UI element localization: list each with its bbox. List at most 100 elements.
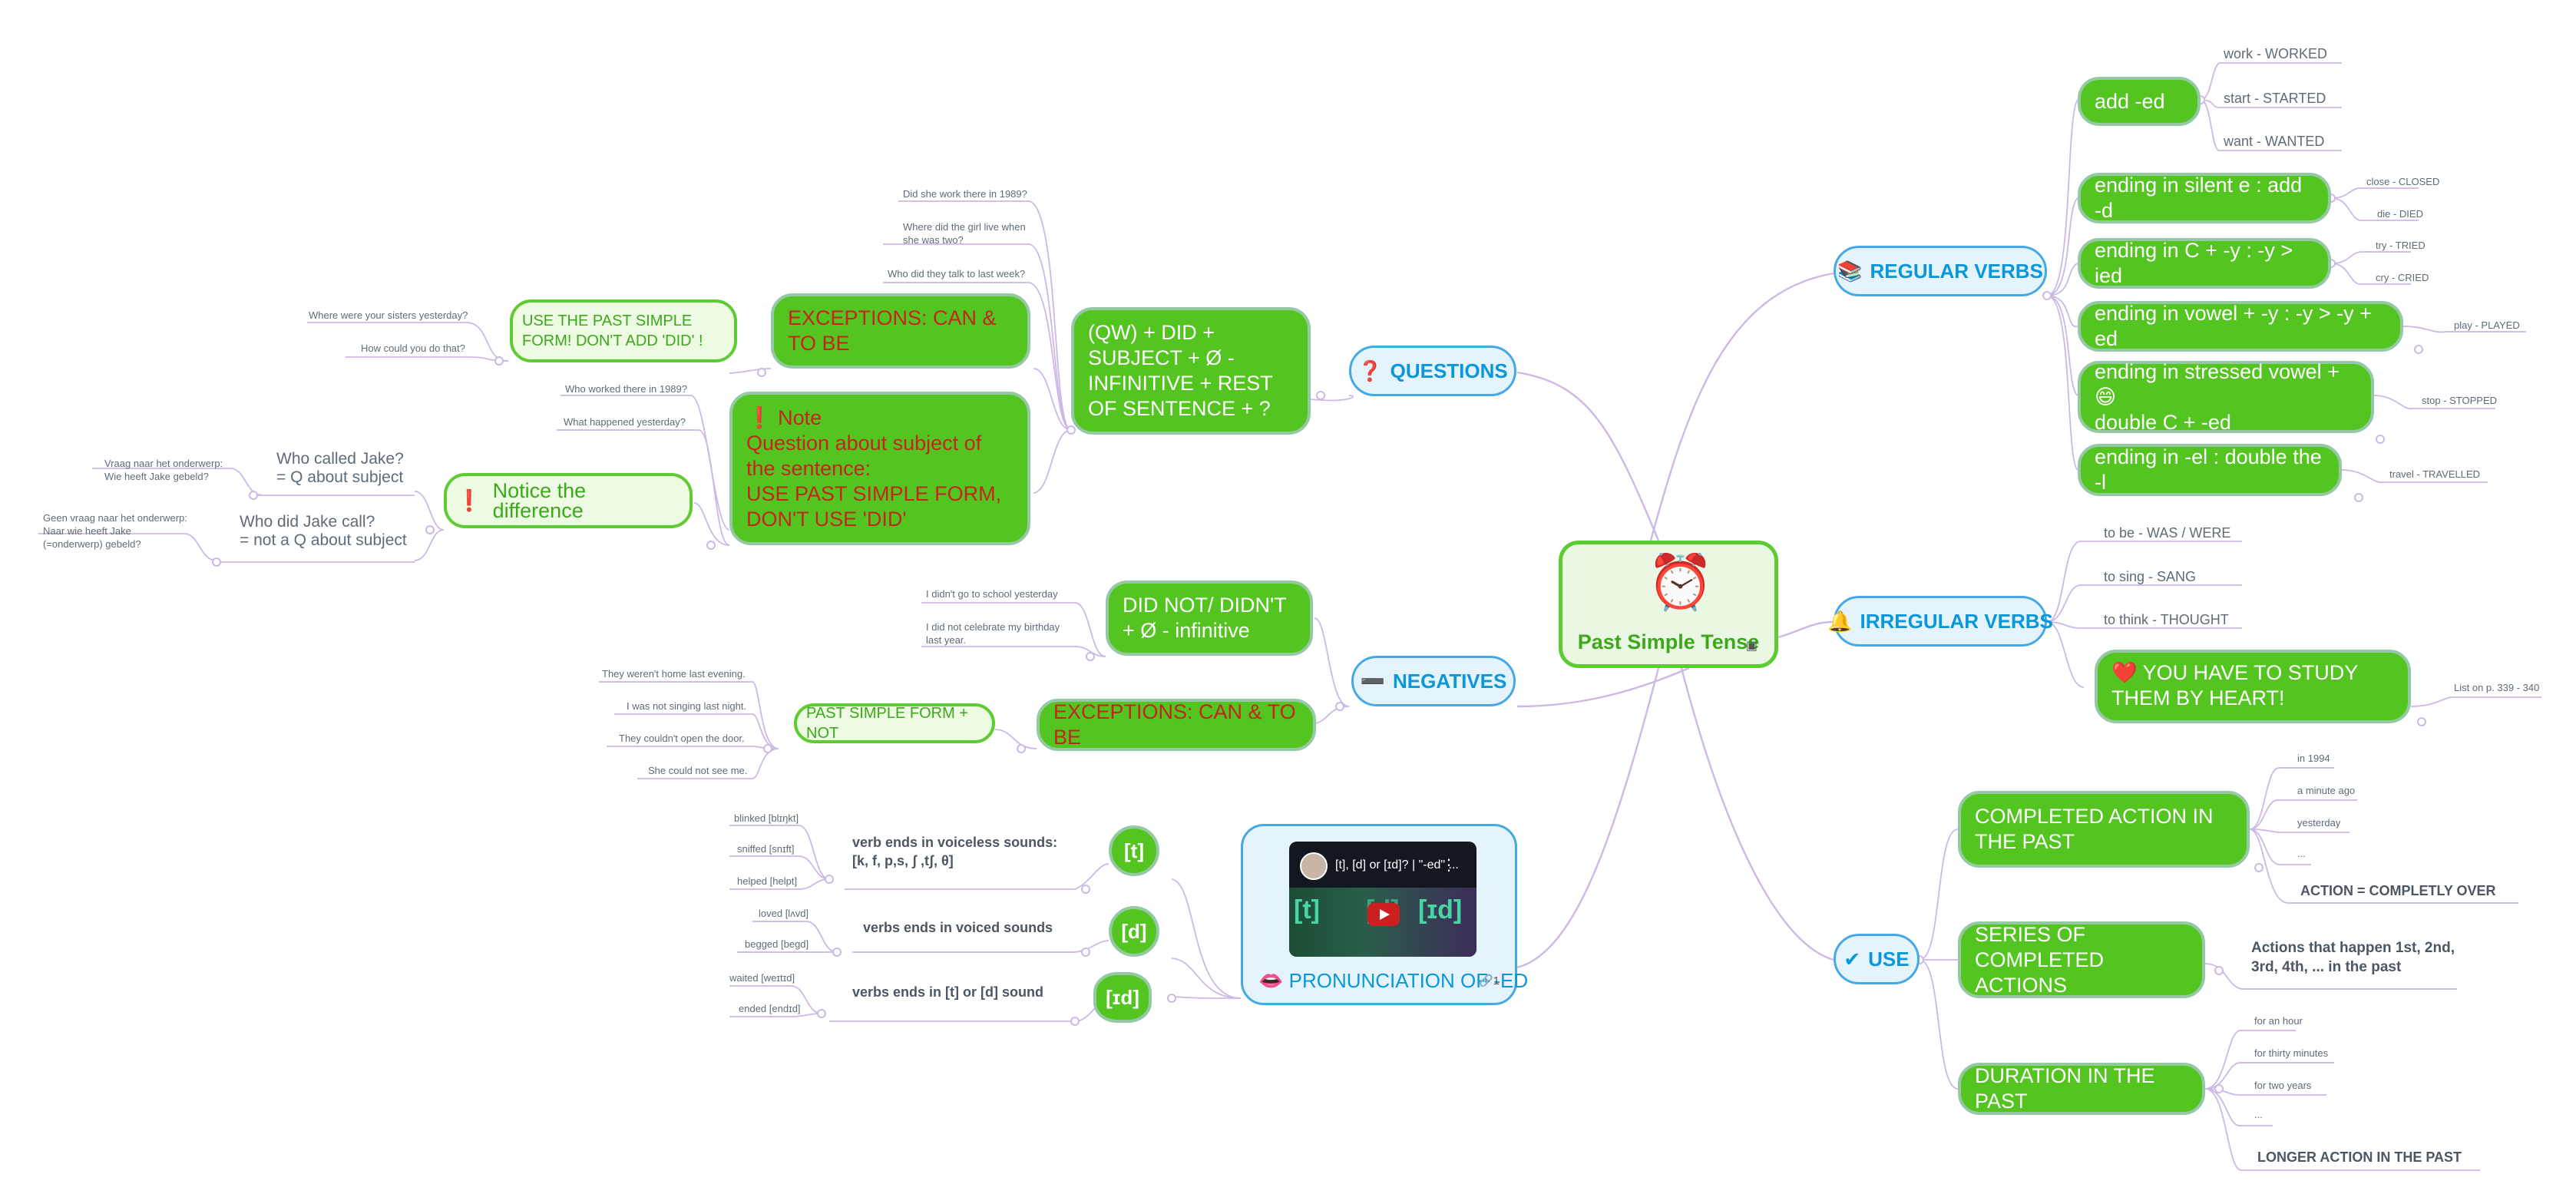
sound-t[interactable]: [t] bbox=[1109, 825, 1159, 876]
irregular-think: to think - THOUGHT bbox=[2104, 612, 2229, 627]
exclamation-icon: ❗ bbox=[746, 406, 772, 429]
example-where-did-girl: Where did the girl live when she was two… bbox=[903, 221, 1026, 246]
video-title: [t], [d] or [ɪd]? | "-ed" ... bbox=[1335, 858, 1459, 872]
topic-completed-action[interactable]: COMPLETED ACTION IN THE PAST bbox=[1958, 791, 2250, 868]
example-in-1994: in 1994 bbox=[2297, 752, 2330, 764]
check-mark-icon: ✔ bbox=[1844, 947, 1861, 971]
list-page-ref: List on p. 339 - 340 bbox=[2454, 682, 2540, 693]
heart-icon: ❤️ bbox=[2111, 661, 2138, 684]
example-waited: waited [weɪtɪd] bbox=[729, 972, 795, 984]
example-two-years: for two years bbox=[2254, 1080, 2312, 1091]
example-want: want - WANTED bbox=[2224, 134, 2325, 149]
topic-question-formula[interactable]: (QW) + DID + SUBJECT + Ø - INFINITIVE + … bbox=[1071, 307, 1311, 435]
pronunciation-title: 👄 PRONUNCIATION OF -ED bbox=[1258, 969, 1529, 992]
example-try: try - TRIED bbox=[2376, 240, 2426, 251]
books-icon: 📚 bbox=[1837, 259, 1863, 283]
topic-stressed-vowel[interactable]: ending in stressed vowel + 😄 double C + … bbox=[2078, 360, 2374, 434]
example-yesterday: yesterday bbox=[2297, 817, 2341, 829]
example-stop: stop - STOPPED bbox=[2422, 395, 2498, 406]
topic-notice-difference[interactable]: ❗Notice the difference bbox=[444, 473, 693, 528]
avatar bbox=[1300, 852, 1328, 880]
topic-consonant-y[interactable]: ending in C + -y : -y > ied bbox=[2078, 238, 2331, 289]
topic-add-ed[interactable]: add -ed bbox=[2078, 77, 2201, 126]
example-work: work - WORKED bbox=[2224, 46, 2327, 61]
topic-series-actions[interactable]: SERIES OF COMPLETED ACTIONS bbox=[1958, 921, 2205, 998]
rule-voiced: verbs ends in voiced sounds bbox=[863, 920, 1053, 935]
topic-study-by-heart[interactable]: ❤️ YOU HAVE TO STUDY THEM BY HEART! bbox=[2095, 650, 2411, 723]
example-minute-ago: a minute ago bbox=[2297, 785, 2356, 796]
image-icon[interactable]: ▣ bbox=[1745, 640, 1758, 653]
video-thumbnail[interactable]: [t], [d] or [ɪd]? | "-ed" ... ⋮ [t] [d] … bbox=[1289, 842, 1476, 957]
example-thirty-minutes: for thirty minutes bbox=[2254, 1047, 2329, 1059]
example-die: die - DIED bbox=[2377, 208, 2423, 220]
branch-irregular-verbs[interactable]: 🔔IRREGULAR VERBS bbox=[1827, 596, 2053, 647]
branch-negatives[interactable]: ➖NEGATIVES bbox=[1351, 656, 1516, 706]
example-start: start - STARTED bbox=[2224, 91, 2326, 106]
diff-2-dutch-note: Geen vraag naar het onderwerp: Naar wie … bbox=[43, 512, 187, 550]
note-series: Actions that happen 1st, 2nd, 3rd, 4th, … bbox=[2251, 940, 2455, 975]
topic-negative-formula[interactable]: DID NOT/ DIDN'T + Ø - infinitive bbox=[1106, 580, 1313, 656]
example-didnt-go: I didn't go to school yesterday bbox=[926, 588, 1058, 600]
topic-vowel-y[interactable]: ending in vowel + -y : -y > -y + ed bbox=[2078, 301, 2403, 352]
example-travel: travel - TRAVELLED bbox=[2389, 468, 2481, 480]
topic-subject-question-note[interactable]: ❗ Note Question about subject of the sen… bbox=[729, 392, 1030, 545]
example-ended: ended [endɪd] bbox=[739, 1003, 801, 1014]
play-icon[interactable] bbox=[1367, 903, 1400, 926]
example-who-did-they: Who did they talk to last week? bbox=[888, 268, 1026, 280]
central-topic[interactable]: ⏰ Past Simple Tense ▣ bbox=[1559, 541, 1778, 668]
central-title: Past Simple Tense bbox=[1577, 630, 1760, 653]
example-ellipsis: ... bbox=[2297, 848, 2306, 859]
example-who-worked: Who worked there in 1989? bbox=[565, 383, 687, 395]
rule-use-past-form[interactable]: USE THE PAST SIMPLE FORM! DON'T ADD 'DID… bbox=[510, 299, 737, 362]
minus-icon: ➖ bbox=[1360, 669, 1386, 693]
note-longer-action: LONGER ACTION IN THE PAST bbox=[2257, 1149, 2462, 1165]
diff-who-called-jake: Who called Jake? = Q about subject bbox=[276, 450, 404, 486]
topic-silent-e[interactable]: ending in silent e : add -d bbox=[2078, 173, 2331, 223]
note-completely-over: ACTION = COMPLETLY OVER bbox=[2300, 883, 2496, 898]
sound-d[interactable]: [d] bbox=[1109, 906, 1159, 957]
example-ellipsis: ... bbox=[2254, 1109, 2263, 1120]
link-icon[interactable]: 🔗1 bbox=[1478, 974, 1500, 987]
topic-ending-el[interactable]: ending in -el : double the -l bbox=[2078, 444, 2342, 496]
branch-regular-verbs[interactable]: 📚REGULAR VERBS bbox=[1834, 246, 2047, 296]
example-werent-home: They weren't home last evening. bbox=[602, 668, 746, 680]
example-close: close - CLOSED bbox=[2366, 176, 2440, 187]
link-count: 1 bbox=[1493, 974, 1500, 987]
example-what-happened: What happened yesterday? bbox=[564, 416, 686, 428]
example-couldnt-open: They couldn't open the door. bbox=[619, 733, 745, 744]
video-label-t: [t] bbox=[1294, 895, 1320, 925]
example-how-could: How could you do that? bbox=[361, 342, 465, 354]
branch-use[interactable]: ✔USE bbox=[1834, 934, 1920, 984]
example-sniffed: sniffed [snɪft] bbox=[737, 843, 795, 855]
video-label-id: [ɪd] bbox=[1418, 895, 1463, 925]
irregular-sing: to sing - SANG bbox=[2104, 569, 2197, 584]
topic-negative-exceptions[interactable]: EXCEPTIONS: CAN & TO BE bbox=[1037, 699, 1316, 751]
rule-past-simple-not[interactable]: PAST SIMPLE FORM + NOT bbox=[794, 703, 995, 743]
example-blinked: blinked [blɪŋkt] bbox=[734, 812, 799, 824]
topic-duration[interactable]: DURATION IN THE PAST bbox=[1958, 1063, 2205, 1115]
example-cry: cry - CRIED bbox=[2376, 272, 2429, 283]
example-did-not-celebrate: I did not celebrate my birthday last yea… bbox=[926, 621, 1060, 646]
example-where-were: Where were your sisters yesterday? bbox=[309, 309, 468, 321]
exclamation-icon: ❗ bbox=[456, 489, 482, 512]
irregular-be: to be - WAS / WERE bbox=[2104, 525, 2231, 541]
example-play: play - PLAYED bbox=[2454, 319, 2520, 331]
topic-question-exceptions[interactable]: EXCEPTIONS: CAN & TO BE bbox=[771, 293, 1030, 369]
example-an-hour: for an hour bbox=[2254, 1015, 2303, 1027]
branch-pronunciation[interactable]: [t], [d] or [ɪd]? | "-ed" ... ⋮ [t] [d] … bbox=[1241, 824, 1529, 1005]
diff-who-did-jake-call: Who did Jake call? = not a Q about subje… bbox=[240, 513, 407, 549]
alarm-clock-icon: ⏰ bbox=[1647, 552, 1715, 612]
question-icon: ❓ bbox=[1357, 359, 1383, 382]
rule-t-or-d: verbs ends in [t] or [d] sound bbox=[852, 984, 1044, 1000]
diff-1-dutch-note: Vraag naar het onderwerp: Wie heeft Jake… bbox=[104, 458, 223, 482]
example-did-she-work: Did she work there in 1989? bbox=[903, 188, 1027, 200]
example-could-not-see: She could not see me. bbox=[648, 765, 748, 776]
more-icon[interactable]: ⋮ bbox=[1441, 857, 1457, 874]
example-begged: begged [begd] bbox=[745, 938, 809, 950]
example-helped: helped [helpt] bbox=[737, 875, 798, 887]
bell-icon: 🔔 bbox=[1827, 609, 1853, 633]
sound-id[interactable]: [ɪd] bbox=[1093, 972, 1152, 1023]
example-was-not-singing: I was not singing last night. bbox=[627, 700, 747, 712]
branch-questions[interactable]: ❓QUESTIONS bbox=[1349, 346, 1516, 396]
